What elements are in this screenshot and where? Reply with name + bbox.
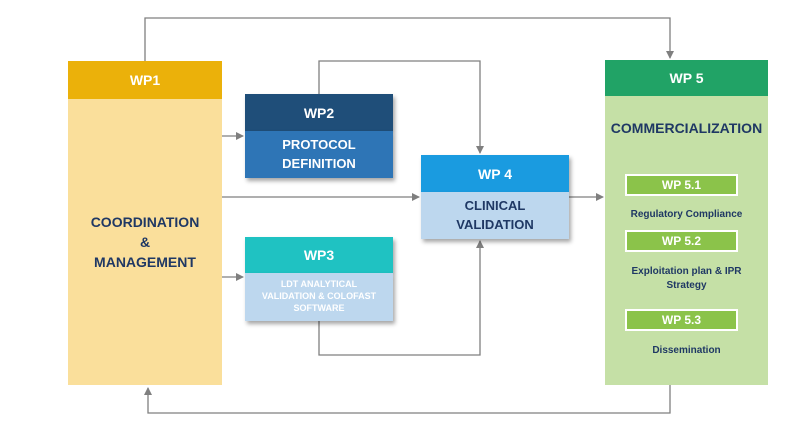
wp1-text-line1: COORDINATION bbox=[90, 213, 200, 230]
wp5-1-box: WP 5.1 bbox=[625, 174, 738, 196]
wp5-2-desc: Exploitation plan & IPR Strategy bbox=[605, 265, 768, 292]
wp2-label: WP2 bbox=[303, 104, 335, 121]
wp5-1-desc: Regulatory Compliance bbox=[605, 208, 768, 222]
wp1-header: WP1 bbox=[68, 61, 222, 99]
wp3-label: WP3 bbox=[303, 247, 335, 263]
wp4-text-line1: CLINICAL bbox=[464, 197, 526, 213]
wp2-text-line1: PROTOCOL bbox=[282, 136, 356, 152]
wp5-3-box: WP 5.3 bbox=[625, 309, 738, 331]
arrow-wp1-to-wp5-top bbox=[144, 17, 674, 61]
wp5-2-label: WP 5.2 bbox=[661, 234, 702, 248]
wp5-body: COMMERCIALIZATION WP 5.1 Regulatory Comp… bbox=[605, 96, 768, 385]
wp3-header: WP3 bbox=[245, 237, 393, 273]
wp5-2-desc-line2: Strategy bbox=[666, 279, 707, 291]
wp5-1-label: WP 5.1 bbox=[661, 178, 702, 192]
wp1-label: WP1 bbox=[129, 72, 161, 88]
wp5-2-desc-line1: Exploitation plan & IPR bbox=[631, 266, 742, 277]
wp5-header: WP 5 bbox=[605, 60, 768, 96]
wp4-text-line2: VALIDATION bbox=[456, 216, 534, 232]
wp2-header: WP2 bbox=[245, 94, 393, 131]
wp3-text-line3: SOFTWARE bbox=[293, 302, 345, 313]
wp1-body: COORDINATION & MANAGEMENT bbox=[68, 99, 222, 385]
wp2-body: PROTOCOL DEFINITION bbox=[245, 131, 393, 178]
wp5-title: COMMERCIALIZATION bbox=[610, 120, 763, 136]
wp2-text-line2: DEFINITION bbox=[282, 155, 356, 171]
arrow-wp5-to-wp1-bottom bbox=[144, 385, 671, 414]
wp3-text-line1: LDT ANALYTICAL bbox=[280, 279, 358, 290]
wp5-2-box: WP 5.2 bbox=[625, 230, 738, 252]
wp3-body: LDT ANALYTICAL VALIDATION & COLOFAST SOF… bbox=[245, 273, 393, 321]
wp4-label: WP 4 bbox=[478, 165, 512, 182]
arrow-wp2-to-wp4 bbox=[318, 60, 484, 154]
wp5-label: WP 5 bbox=[669, 70, 704, 86]
arrow-wp3-to-wp4 bbox=[318, 240, 484, 356]
wp3-text-line2: VALIDATION & COLOFAST bbox=[261, 291, 377, 302]
wp1-text-line2: & bbox=[139, 233, 151, 250]
wp4-header: WP 4 bbox=[421, 155, 569, 192]
wp5-3-desc: Dissemination bbox=[605, 344, 768, 358]
wp5-1-desc-line1: Regulatory Compliance bbox=[630, 209, 743, 220]
wp5-3-desc-line1: Dissemination bbox=[652, 345, 721, 356]
wp1-text-line3: MANAGEMENT bbox=[94, 254, 196, 271]
wp5-3-label: WP 5.3 bbox=[661, 313, 702, 327]
wp4-body: CLINICAL VALIDATION bbox=[421, 192, 569, 239]
